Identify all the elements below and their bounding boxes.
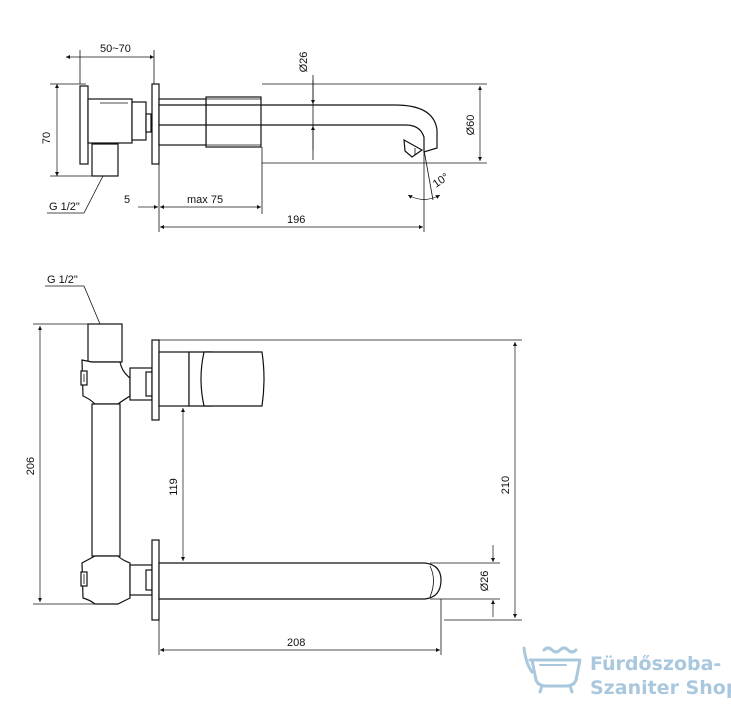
- dim-thread-top: G 1/2": [49, 201, 80, 213]
- dim-height-210: 210: [500, 476, 512, 494]
- top-view: 50~70 70 Ø26: [41, 43, 487, 232]
- dim-diameter-60: Ø60: [465, 115, 477, 136]
- dim-height-206: 206: [25, 457, 37, 475]
- dim-length-196: 196: [287, 214, 305, 226]
- bathtub-icon: [522, 646, 582, 694]
- dim-5: 5: [124, 194, 130, 206]
- dim-diameter-26-front: Ø26: [479, 571, 491, 592]
- spout-top: [159, 104, 438, 153]
- dim-max-75: max 75: [187, 194, 223, 206]
- wall-plate-top: [151, 83, 160, 165]
- watermark-line2: Szaniter Shop: [590, 677, 731, 699]
- wall-plate-front-bottom: [151, 539, 160, 621]
- dim-diameter-26-top: Ø26: [298, 52, 310, 73]
- watermark-line1: Fürdőszoba-: [590, 653, 721, 675]
- wall-plate-front-top: [151, 339, 160, 421]
- handle-front: [158, 351, 265, 407]
- dim-angle: 10°: [431, 171, 452, 190]
- dim-thread-front: G 1/2": [47, 274, 78, 286]
- front-view: G 1/2": [25, 274, 522, 655]
- dim-height-119: 119: [168, 478, 180, 496]
- dim-length-208: 208: [287, 637, 305, 649]
- valve-body-top: [79, 85, 152, 177]
- dim-wall-range: 50~70: [100, 43, 131, 55]
- spout-front: [158, 562, 442, 600]
- dim-height-70: 70: [41, 132, 53, 144]
- valve-body-front: [80, 323, 153, 605]
- watermark: Fürdőszoba- Szaniter Shop: [522, 646, 731, 699]
